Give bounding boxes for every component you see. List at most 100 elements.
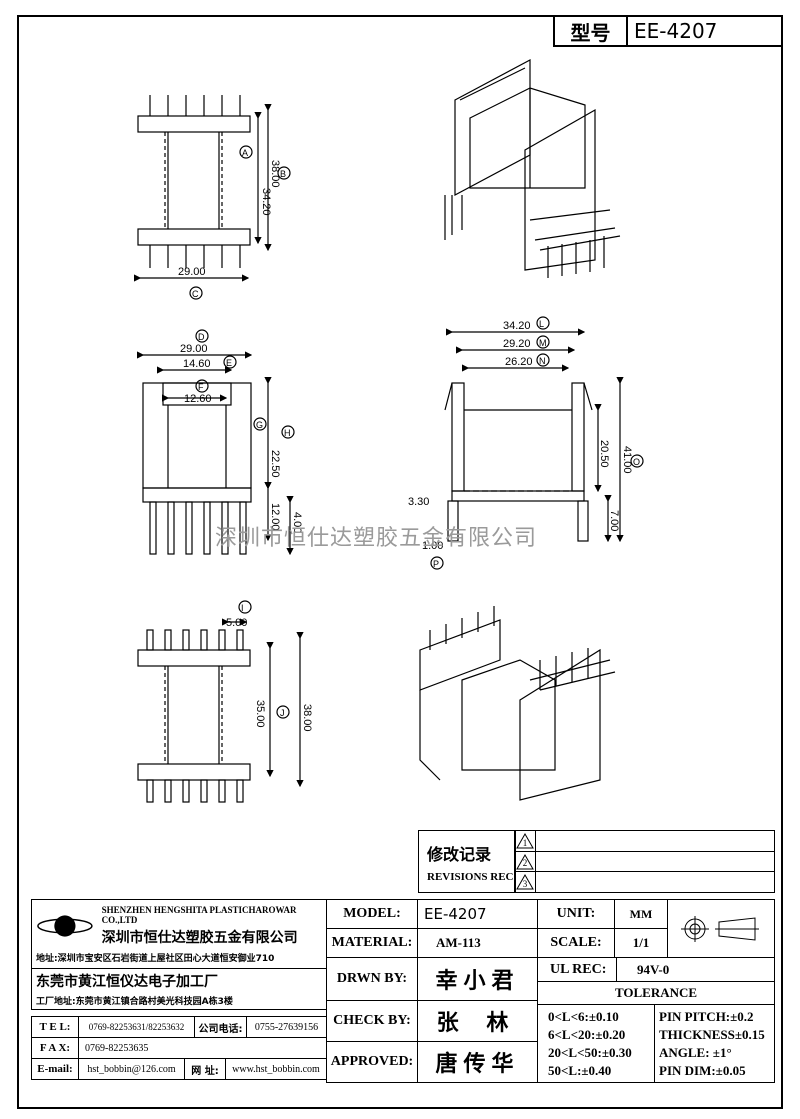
dim-text: 3.30 (408, 496, 429, 508)
projection-symbol-box (667, 899, 775, 958)
company-logo-box: SHENZHEN HENGSHITA PLASTICHAROWAR CO.,LT… (31, 899, 327, 969)
drawing-sheet (17, 15, 783, 1109)
tolerance-line: 20<L<50:±0.30 (548, 1044, 632, 1060)
factory-address: 工厂地址:东莞市黄江镇合路村美光科技园A栋3楼 (36, 997, 233, 1007)
check-value: 张 林 (417, 1000, 538, 1042)
revision-row-1 (535, 830, 775, 852)
top-view (134, 95, 291, 300)
factory-box: 东莞市黄江恒仪达电子加工厂 工厂地址:东莞市黄江镇合路村美光科技园A栋3楼 (31, 968, 327, 1010)
fax-label: F A X: (31, 1037, 79, 1059)
callout-label: G (256, 420, 263, 430)
approved-value: 唐传华 (417, 1041, 538, 1083)
email-value: hst_bobbin@126.com (78, 1058, 185, 1080)
dim-text: 38.00 (301, 704, 313, 732)
callout-label: P (433, 559, 439, 569)
revision-mark-label: 2 (522, 858, 528, 868)
unit-label: UNIT: (537, 899, 615, 929)
callout-label: O (633, 457, 640, 467)
model-label: MODEL: (326, 899, 418, 929)
callout-label: E (226, 358, 232, 368)
dim-text: 12.60 (184, 393, 212, 405)
revisions-title-en: REVISIONS REC (427, 870, 514, 883)
scale-value: 1/1 (614, 928, 668, 958)
front-view (137, 329, 295, 556)
company-name-cn: 深圳市恒仕达塑胶五金有限公司 (101, 929, 298, 946)
tolerance-line: PIN PITCH:±0.2 (659, 1008, 754, 1024)
dim-text: 4.00 (291, 512, 303, 533)
dim-text: 35.00 (254, 700, 266, 728)
revision-mark-3: 3 (514, 871, 536, 893)
revisions-title-box: 修改记录 REVISIONS REC (418, 830, 516, 893)
dim-text: 34.20 (260, 188, 272, 216)
company-name-en: SHENZHEN HENGSHITA PLASTICHAROWAR CO.,LT… (101, 904, 297, 925)
triangle-icon (516, 874, 534, 890)
dim-text: 38.00 (269, 160, 281, 188)
dim-text: 20.50 (598, 440, 610, 468)
unit-value: MM (614, 899, 668, 929)
company-logo-icon (37, 914, 93, 937)
revisions-title-cn: 修改记录 (427, 844, 492, 864)
dim-text: 26.20 (505, 356, 533, 368)
revision-mark-label: 1 (522, 838, 528, 848)
dim-text: 5.00 (226, 617, 247, 629)
web-value: www.hst_bobbin.com (225, 1058, 327, 1080)
dim-text: 41.00 (621, 446, 633, 474)
bottom-view (137, 600, 304, 803)
drawn-value: 幸小君 (417, 957, 538, 1001)
dim-text: 34.20 (503, 320, 531, 332)
callout-label: C (192, 289, 199, 299)
bottom-iso-view (419, 606, 616, 801)
header-model-value: EE-4207 (626, 15, 783, 47)
callout-label: M (539, 338, 547, 348)
ul-label: UL REC: (537, 957, 617, 982)
dim-text: 1.00 (422, 540, 443, 552)
triangle-icon (516, 833, 534, 849)
tolerance-header: TOLERANCE (537, 981, 775, 1005)
tolerance-line: PIN DIM:±0.05 (659, 1062, 746, 1078)
tolerance-line: 6<L<20:±0.20 (548, 1026, 626, 1042)
ul-value: 94V-0 (616, 957, 775, 982)
watermark: 深圳市恒仕达塑胶五金有限公司 (215, 526, 538, 551)
technical-drawings: 34.20 38.00 29.00 A B C 29.00 14.60 12.6… (134, 59, 644, 803)
check-label: CHECK BY: (326, 1000, 418, 1042)
dim-text: 7.00 (608, 510, 620, 531)
top-iso-view (444, 59, 621, 278)
fax-value: 0769-82253635 (78, 1037, 327, 1059)
revision-mark-2: 2 (514, 851, 536, 872)
company-phone-value: 0755-27639156 (246, 1016, 327, 1038)
tolerance-right: PIN PITCH:±0.2 THICKNESS±0.15 ANGLE: ±1°… (654, 1004, 775, 1083)
scale-label: SCALE: (537, 928, 615, 958)
approved-label: APPROVED: (326, 1041, 418, 1083)
triangle-icon (516, 853, 534, 869)
model-value: EE-4207 (417, 899, 538, 929)
callout-label: L (539, 319, 544, 329)
revision-row-2 (535, 851, 775, 872)
email-label: E-mail: (31, 1058, 79, 1080)
material-label: MATERIAL: (326, 928, 418, 958)
revision-mark-label: 3 (522, 879, 528, 889)
dim-text: 14.60 (183, 358, 211, 370)
dim-text: 12.00 (269, 503, 281, 531)
factory-name: 东莞市黄江恒仪达电子加工厂 (36, 974, 218, 990)
revision-mark-1: 1 (514, 830, 536, 852)
drawn-label: DRWN BY: (326, 957, 418, 1001)
callout-label: B (280, 169, 286, 179)
side-view (430, 316, 644, 570)
callout-label: F (198, 382, 204, 392)
web-label: 网 址: (184, 1058, 226, 1080)
dim-text: 29.00 (180, 343, 208, 355)
tel-value: 0769-82253631/82253632 (78, 1016, 195, 1038)
callout-label: D (198, 332, 205, 342)
callout-label: N (539, 356, 546, 366)
callout-label: H (284, 428, 291, 438)
company-phone-label: 公司电话: (194, 1016, 247, 1038)
callout-label: J (280, 708, 285, 718)
dim-text: 22.50 (269, 450, 281, 478)
dim-text: 29.20 (503, 338, 531, 350)
revision-row-3 (535, 871, 775, 893)
tolerance-line: 0<L<6:±0.10 (548, 1008, 619, 1024)
dim-text: 29.00 (178, 266, 206, 278)
tolerance-line: 50<L:±0.40 (548, 1062, 612, 1078)
projection-icon (681, 915, 759, 942)
header-model-label: 型号 (553, 15, 628, 47)
